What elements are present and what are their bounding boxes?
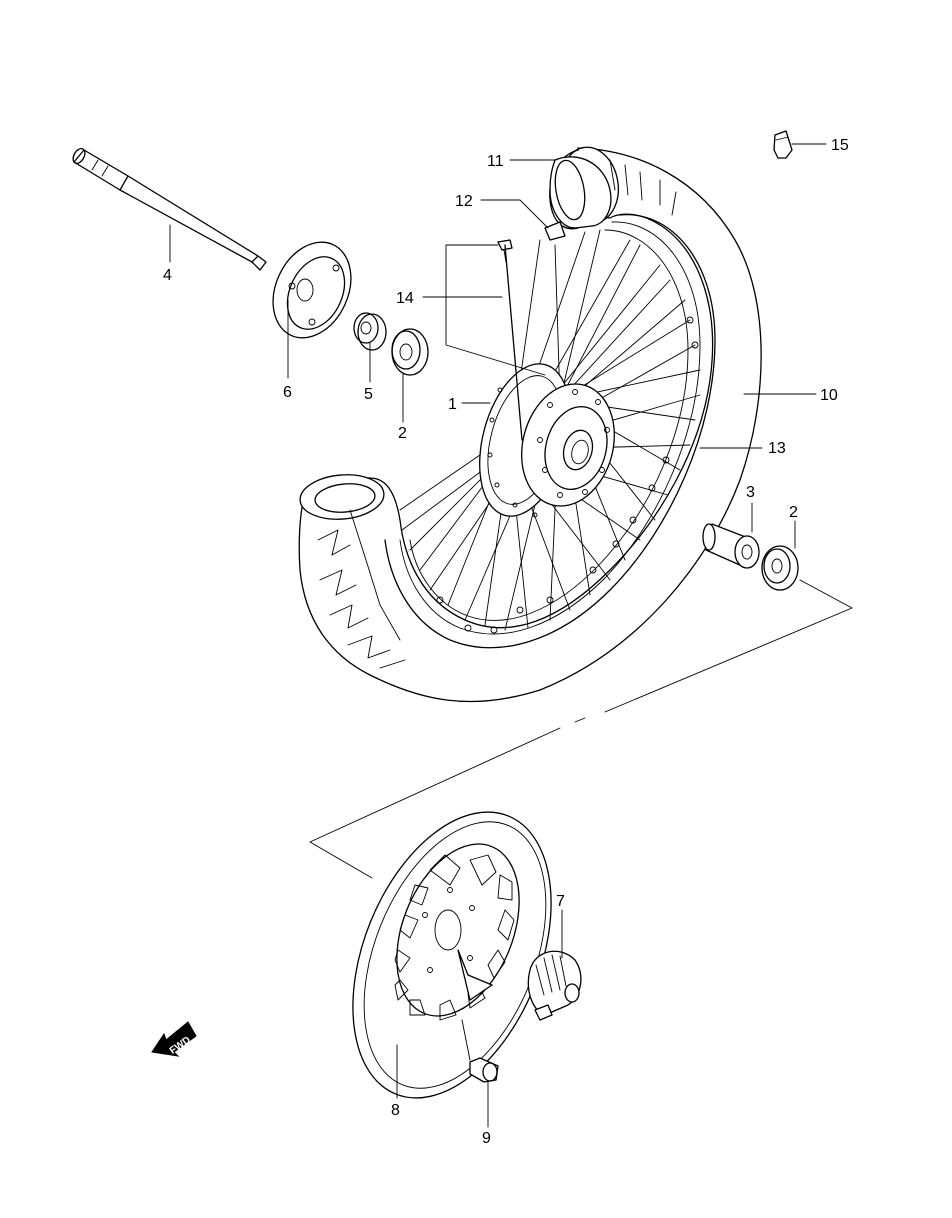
label-3: 3	[746, 484, 755, 501]
label-1: 1	[448, 396, 457, 413]
valve-cap	[773, 130, 793, 159]
label-7: 7	[556, 893, 565, 910]
label-14: 14	[396, 290, 414, 307]
bearing-right	[761, 545, 799, 591]
assembly-guide-lines	[309, 579, 853, 879]
forward-direction-icon: FWD	[151, 1021, 197, 1057]
dust-cover-plate	[272, 241, 352, 339]
part-labels: 4 6 5 2 1 14 12 11 10 13 15 3 2 7 8 9	[163, 137, 849, 1147]
label-6: 6	[283, 384, 292, 401]
wheel-hub-spokes	[399, 229, 701, 631]
label-13: 13	[768, 440, 786, 457]
label-2-right: 2	[789, 504, 798, 521]
spoke-part	[497, 239, 523, 441]
label-12: 12	[455, 193, 473, 210]
rim-band	[549, 156, 612, 229]
spacer-right	[702, 523, 760, 569]
label-9: 9	[482, 1130, 491, 1147]
speedometer-gearbox	[527, 950, 582, 1021]
spacer	[353, 312, 387, 351]
leader-lines	[169, 143, 827, 1128]
bearing-left	[391, 328, 429, 376]
label-15: 15	[831, 137, 849, 154]
brake-disc	[352, 811, 552, 1099]
label-8: 8	[391, 1102, 400, 1119]
label-10: 10	[820, 387, 838, 404]
spoke-nipples	[436, 316, 699, 634]
front-axle	[72, 147, 267, 271]
disc-bolt	[461, 1019, 499, 1083]
label-4: 4	[163, 267, 172, 284]
label-5: 5	[364, 386, 373, 403]
valve-stem	[544, 221, 566, 241]
label-11: 11	[487, 153, 504, 170]
label-2-left: 2	[398, 425, 407, 442]
